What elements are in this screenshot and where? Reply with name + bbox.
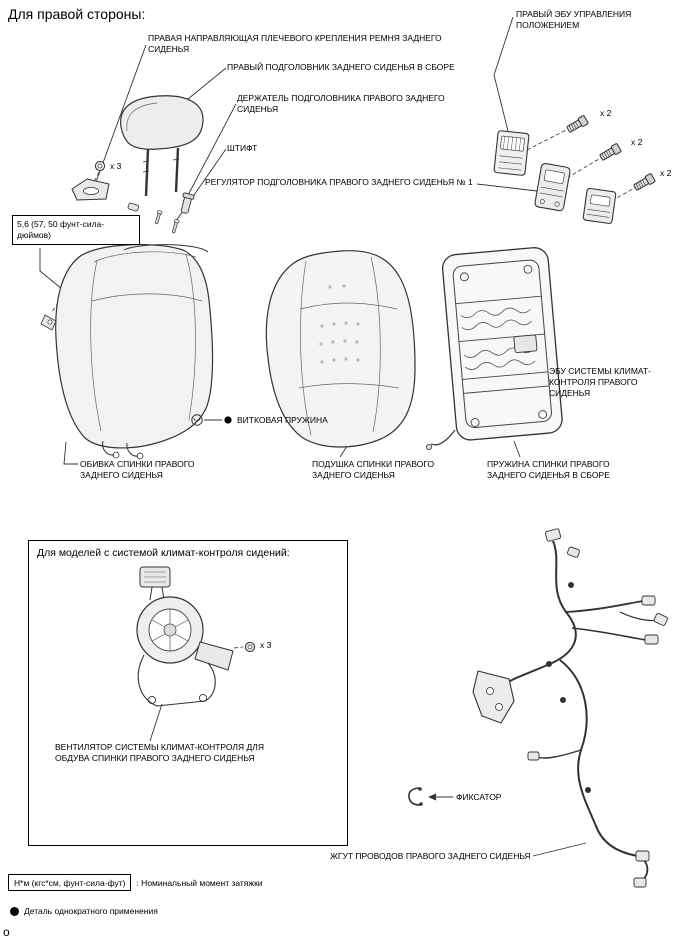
harness-drawing bbox=[498, 528, 668, 888]
headrest-holder-drawing bbox=[180, 192, 195, 214]
leader-lines bbox=[39, 16, 587, 857]
count-ecu-bolts: x 2 bbox=[600, 108, 612, 118]
pin-drawing bbox=[153, 209, 163, 225]
headrest-drawing bbox=[120, 95, 204, 197]
count-side-ecu-bolts: x 2 bbox=[660, 168, 672, 178]
belt-guide-drawing bbox=[71, 178, 110, 201]
side-ecu-drawing bbox=[582, 187, 617, 224]
nut-icon-headrest bbox=[94, 160, 106, 172]
coil-spring-drawing bbox=[191, 414, 203, 426]
headrest-clip-drawing bbox=[127, 202, 140, 212]
label-headrest: ПРАВЫЙ ПОДГОЛОВНИК ЗАДНЕГО СИДЕНЬЯ В СБО… bbox=[227, 62, 455, 72]
single-use-legend: Деталь однократного применения bbox=[10, 906, 158, 916]
climate-models-box: Для моделей с системой климат-контроля с… bbox=[28, 540, 348, 846]
single-use-bullet-icon bbox=[10, 906, 19, 916]
seatback-frame-drawing bbox=[441, 247, 563, 441]
label-position-ecu: ПРАВЫЙ ЭБУ УПРАВЛЕНИЯ ПОЛОЖЕНИЕМ bbox=[516, 9, 632, 31]
label-coil-spring: ВИТКОВАЯ ПРУЖИНА bbox=[237, 415, 328, 425]
label-belt-guide: ПРАВАЯ НАПРАВЛЯЮЩАЯ ПЛЕЧЕВОГО КРЕПЛЕНИЯ … bbox=[148, 33, 442, 55]
single-use-desc: Деталь однократного применения bbox=[24, 906, 158, 916]
seatback-cover-drawing bbox=[55, 243, 214, 460]
retainer-arrowhead-icon bbox=[428, 793, 436, 801]
label-climate-ecu: ЭБУ СИСТЕМЫ КЛИМАТ-КОНТРОЛЯ ПРАВОГО СИДЕ… bbox=[549, 366, 651, 399]
label-fan: ВЕНТИЛЯТОР СИСТЕМЫ КЛИМАТ-КОНТРОЛЯ ДЛЯ О… bbox=[55, 742, 264, 764]
frame-wire-connector bbox=[425, 443, 432, 450]
retainer-drawing bbox=[408, 787, 423, 806]
fan-drawing bbox=[136, 566, 234, 707]
cover-side-fastener-drawing bbox=[40, 314, 57, 331]
label-harness: ЖГУТ ПРОВОДОВ ПРАВОГО ЗАДНЕГО СИДЕНЬЯ bbox=[330, 851, 531, 861]
torque-legend: Н*м (кгс*см, фунт-сила-фут) : Номинальны… bbox=[8, 874, 263, 891]
torque-units-box: Н*м (кгс*см, фунт-сила-фут) bbox=[8, 874, 132, 891]
count-regulator-bolts: x 2 bbox=[631, 137, 643, 147]
frame-wire-drawing bbox=[430, 429, 456, 446]
label-pin: ШТИФТ bbox=[227, 143, 258, 153]
count-fan-nuts: x 3 bbox=[260, 640, 272, 650]
torque-spec-box: 5,6 (57, 50 фунт-сила-дюймов) bbox=[12, 215, 140, 246]
label-headrest-holder: ДЕРЖАТЕЛЬ ПОДГОЛОВНИКА ПРАВОГО ЗАДНЕГО С… bbox=[237, 93, 445, 115]
label-retainer: ФИКСАТОР bbox=[456, 792, 502, 802]
page-marker: o bbox=[3, 925, 10, 939]
coil-spring-bullet-icon bbox=[224, 416, 232, 424]
bolt-icon-regulator bbox=[598, 142, 622, 163]
climate-box-title: Для моделей с системой климат-контроля с… bbox=[37, 547, 290, 559]
bolt-icon-ecu bbox=[565, 114, 589, 135]
label-headrest-regulator: РЕГУЛЯТОР ПОДГОЛОВНИКА ПРАВОГО ЗАДНЕГО С… bbox=[205, 177, 473, 187]
seatback-cushion-drawing bbox=[265, 250, 416, 448]
torque-legend-desc: : Номинальный момент затяжки bbox=[136, 877, 263, 888]
label-seatback-cushion: ПОДУШКА СПИНКИ ПРАВОГО ЗАДНЕГО СИДЕНЬЯ bbox=[312, 459, 435, 481]
page-title: Для правой стороны: bbox=[8, 6, 146, 22]
label-seatback-spring: ПРУЖИНА СПИНКИ ПРАВОГО ЗАДНЕГО СИДЕНЬЯ В… bbox=[487, 459, 610, 481]
bolt-icon-side-ecu bbox=[632, 172, 656, 193]
pin-drawing-2 bbox=[170, 218, 180, 234]
harness-bracket-drawing bbox=[472, 670, 515, 724]
headrest-regulator-drawing bbox=[534, 162, 571, 212]
position-ecu-drawing bbox=[493, 130, 530, 176]
label-seatback-cover: ОБИВКА СПИНКИ ПРАВОГО ЗАДНЕГО СИДЕНЬЯ bbox=[80, 459, 195, 481]
count-headrest-nuts: x 3 bbox=[110, 161, 122, 171]
